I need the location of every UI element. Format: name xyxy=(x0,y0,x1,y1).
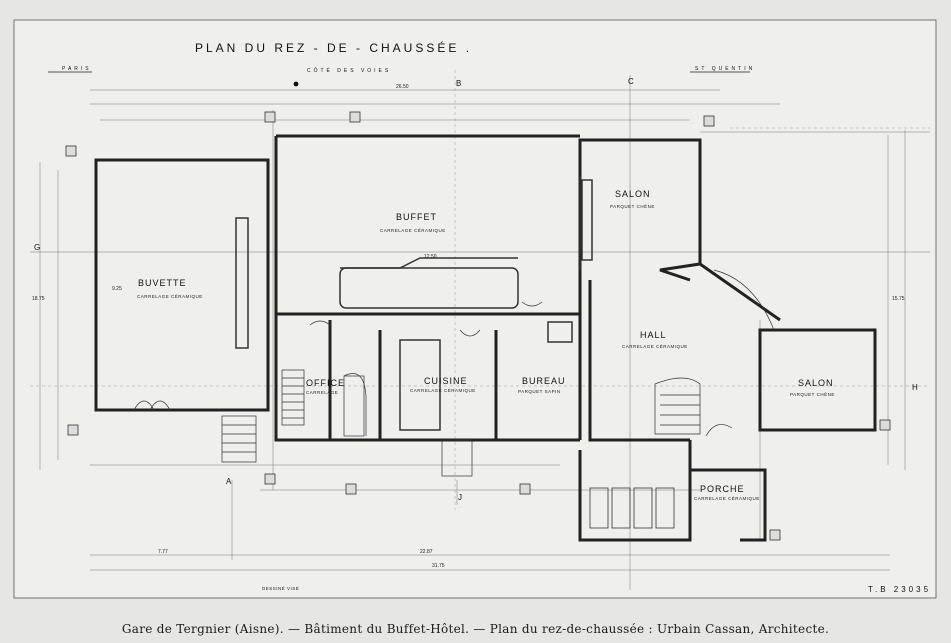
wc-blocks xyxy=(589,487,675,529)
stairs xyxy=(221,369,701,477)
room-finish-bureau: PARQUET SAPIN xyxy=(518,389,561,394)
room-name-cuisine: CUISINE xyxy=(424,376,468,386)
room-name-buffet: BUFFET xyxy=(396,212,437,222)
dim-right-height: 15.75 xyxy=(892,296,905,302)
axis-label-c: C xyxy=(628,77,637,86)
room-name-porche: PORCHE xyxy=(700,484,745,494)
axis-label-j: J xyxy=(458,493,465,502)
dim-left-height: 18.75 xyxy=(32,296,45,302)
room-name-buvette: BUVETTE xyxy=(138,278,187,288)
room-finish-salon-north: PARQUET CHÊNE xyxy=(610,202,655,209)
plan-title: PLAN DU REZ - DE - CHAUSSÉE . xyxy=(195,40,472,55)
dim-bottom-overall: 31.75 xyxy=(432,563,445,569)
dim-bottom-segment: 7.77 xyxy=(158,549,168,555)
axis-label-h: H xyxy=(912,383,921,392)
room-name-bureau: BUREAU xyxy=(522,376,566,386)
room-finish-hall: CARRELAGE CÉRAMIQUE xyxy=(622,343,688,349)
axis-label-a: A xyxy=(226,477,234,486)
room-name-hall: HALL xyxy=(640,330,667,340)
dim-buffet-width: 12.50 xyxy=(424,254,437,260)
dim-top-overall: 26.50 xyxy=(396,84,409,90)
room-finish-cuisine: CARRELAGE CÉRAMIQUE xyxy=(410,387,476,393)
room-name-salon-north: SALON xyxy=(615,189,651,199)
north-point-marker xyxy=(293,81,299,87)
partitions xyxy=(235,176,593,431)
plate-caption: Gare de Tergnier (Aisne). — Bâtiment du … xyxy=(121,622,830,636)
direction-right-label: ST QUENTIN xyxy=(695,66,755,72)
room-finish-porche: CARRELAGE CÉRAMIQUE xyxy=(694,495,760,501)
scale-note: DESSINÉ VISÉ xyxy=(262,585,299,591)
axis-label-g: G xyxy=(34,243,43,252)
room-finish-salon-east: PARQUET CHÊNE xyxy=(790,390,835,397)
dim-bottom-segment2: 22.87 xyxy=(420,549,433,555)
grid-axes xyxy=(30,70,930,510)
pole-markers xyxy=(65,111,891,541)
axis-label-b: B xyxy=(456,79,464,88)
room-name-office: OFFICE xyxy=(306,378,345,388)
room-name-salon-east: SALON xyxy=(798,378,834,388)
plate-border xyxy=(13,19,937,599)
direction-left-label: PARIS xyxy=(62,66,92,72)
room-finish-office: CARRELAGE xyxy=(306,390,338,395)
dim-buvette-height: 9.25 xyxy=(112,286,122,292)
room-finish-buvette: CARRELAGE CÉRAMIQUE xyxy=(137,293,203,299)
room-finish-buffet: CARRELAGE CÉRAMIQUE xyxy=(380,227,446,233)
dimension-lines xyxy=(30,75,930,590)
plan-subtitle: CÔTÉ DES VOIES xyxy=(307,67,391,74)
sheet-reference: T.B 23035 xyxy=(868,585,931,594)
door-swings xyxy=(133,269,775,437)
